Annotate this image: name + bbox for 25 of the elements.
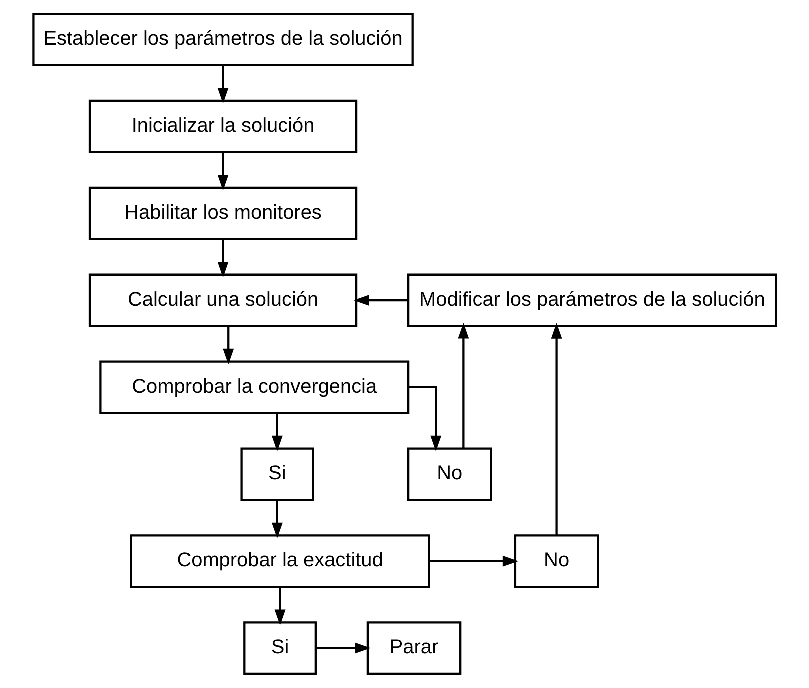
node-box: Calcular una solución (88, 274, 358, 328)
arrow (408, 386, 442, 452)
arrow (274, 587, 286, 626)
arrow (428, 556, 518, 567)
arrow (353, 295, 408, 306)
node-box: Si (243, 622, 316, 676)
arrow (217, 66, 228, 104)
arrow (222, 326, 234, 365)
node-box: No (514, 534, 599, 588)
node-box: No (407, 448, 492, 502)
arrow (550, 323, 562, 536)
node-box: Parar (366, 622, 462, 676)
arrow (217, 152, 228, 191)
arrow (217, 240, 228, 278)
node-box: Si (240, 448, 314, 502)
node-box: Comprobar la exactitud (130, 534, 430, 588)
arrow (271, 414, 282, 452)
node-box: Comprobar la convergencia (99, 360, 410, 414)
node-box: Inicializar la solución (88, 100, 358, 154)
node-box: Modificar los parámetros de la solución (407, 274, 777, 328)
node-box: Establecer los parámetros de la solución (32, 12, 414, 66)
node-box: Habilitar los monitores (88, 186, 358, 240)
arrow (458, 323, 469, 449)
arrow (316, 642, 370, 654)
arrow (271, 500, 282, 539)
